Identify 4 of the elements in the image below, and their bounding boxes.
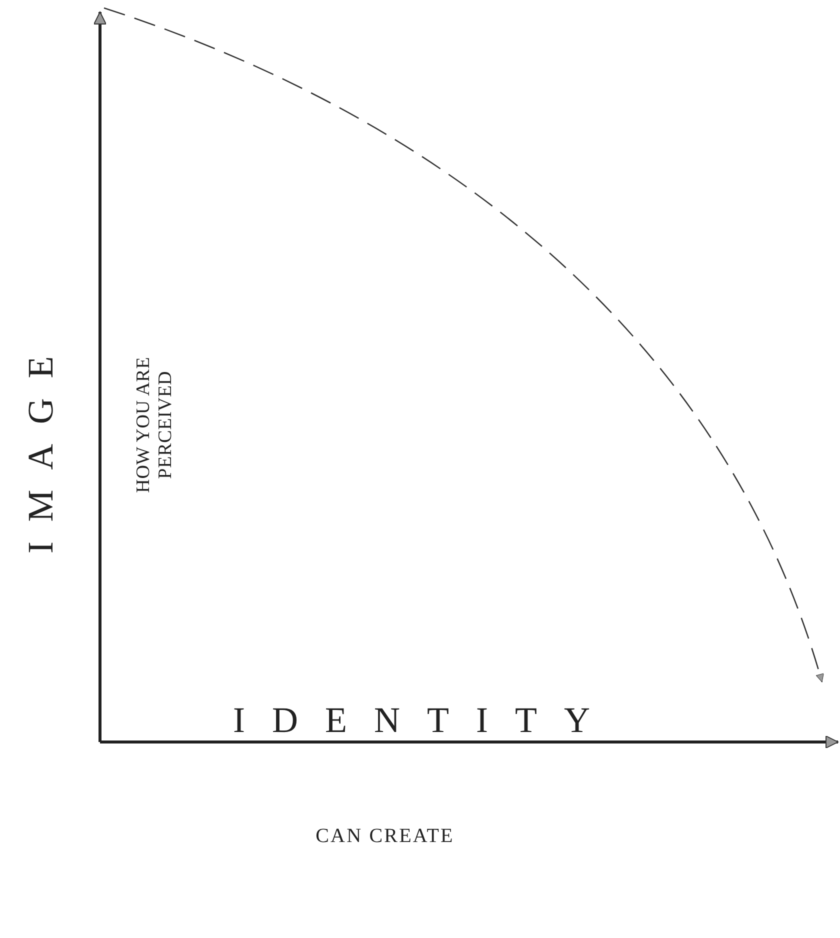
axis-title: IMAGE [19, 336, 61, 554]
caption-text: CAN CREATE [316, 824, 454, 848]
axis-note: HOW YOU ARE PERCEIVED [133, 356, 177, 496]
axis-title: IDENTITY [233, 699, 617, 741]
